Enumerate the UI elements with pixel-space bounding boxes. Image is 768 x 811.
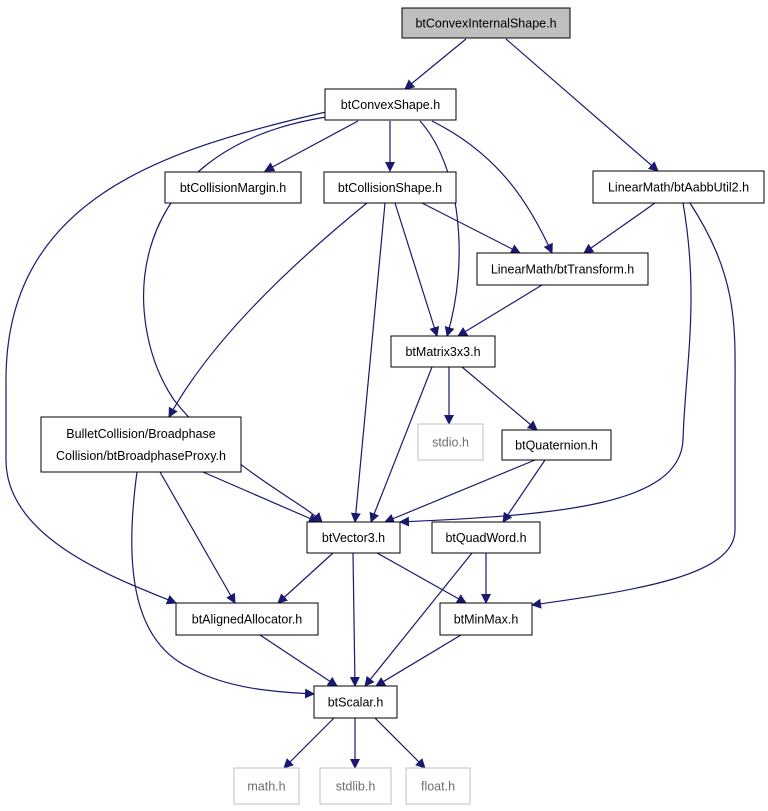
edge-layer [5, 38, 736, 769]
node-box [164, 171, 302, 204]
edge-btQuaternion-to-btVector3 [384, 459, 536, 524]
node-box [439, 602, 533, 636]
node-label: btVector3.h [322, 531, 385, 545]
edge-btBroadphaseProxy-to-btVector3 [202, 471, 319, 523]
node-label: stdlib.h [336, 780, 376, 794]
edge-btMinMax-to-btScalar [375, 634, 462, 687]
node-label: btConvexInternalShape.h [415, 17, 556, 31]
edge-btConvexInternalShape-to-btAabbUtil2 [505, 38, 659, 172]
node-label: stdio.h [432, 436, 469, 450]
node-box [40, 416, 242, 473]
edge-btConvexShape-to-btCollisionMargin [264, 120, 359, 172]
node-box [501, 429, 612, 461]
node-label: LinearMath/btTransform.h [491, 263, 634, 277]
node-btCollisionShape[interactable]: btCollisionShape.h [323, 171, 457, 204]
node-box [306, 521, 401, 554]
node-btMinMax[interactable]: btMinMax.h [439, 602, 533, 636]
node-box [233, 767, 300, 805]
node-box [323, 171, 457, 204]
node-label: math.h [247, 780, 285, 794]
edge-btVector3-to-btMinMax [376, 552, 467, 604]
edge-btQuadWord-to-btScalar [364, 552, 473, 687]
node-box [401, 7, 571, 39]
node-label: btCollisionShape.h [338, 181, 442, 195]
edge-btTransform-to-btMatrix3x3 [457, 284, 543, 337]
edge-btCollisionShape-to-btMatrix3x3 [394, 202, 440, 337]
node-box [476, 252, 649, 286]
edge-btBroadphaseProxy-to-btAlignedAllocator [159, 471, 236, 604]
node-btBroadphaseProxy[interactable]: BulletCollision/BroadphaseCollision/btBr… [40, 416, 242, 473]
node-btTransform[interactable]: LinearMath/btTransform.h [476, 252, 649, 286]
node-label: btMatrix3x3.h [405, 345, 480, 359]
edge-btMatrix3x3-to-btQuaternion [461, 366, 538, 431]
node-btQuaternion[interactable]: btQuaternion.h [501, 429, 612, 461]
edge-btScalar-to-float [374, 717, 426, 769]
node-box [592, 170, 765, 204]
node-label: BulletCollision/Broadphase [66, 427, 215, 441]
node-btQuadWord[interactable]: btQuadWord.h [431, 521, 541, 554]
node-label: btConvexShape.h [341, 98, 440, 112]
node-box [324, 88, 457, 121]
node-box [175, 602, 319, 636]
node-label: btCollisionMargin.h [180, 181, 286, 195]
node-label: btAlignedAllocator.h [192, 613, 303, 627]
edge-btConvexShape-to-btAlignedAllocator [5, 111, 327, 605]
node-btConvexShape[interactable]: btConvexShape.h [324, 88, 457, 121]
edge-btVector3-to-btScalar [349, 552, 360, 687]
edge-btBroadphaseProxy-to-btScalar [131, 471, 315, 699]
edge-btScalar-to-math [283, 717, 335, 769]
edge-btVector3-to-btAlignedAllocator [277, 552, 334, 604]
edge-btAabbUtil2-to-btMinMax [531, 202, 736, 609]
node-box [390, 335, 496, 368]
node-label: btQuaternion.h [515, 439, 598, 453]
node-btMatrix3x3[interactable]: btMatrix3x3.h [390, 335, 496, 368]
node-math: math.h [233, 767, 300, 805]
node-stdio: stdio.h [417, 423, 484, 461]
edge-btConvexShape-to-btMatrix3x3 [419, 120, 460, 337]
node-box [417, 423, 484, 461]
edge-btAabbUtil2-to-btVector3 [399, 202, 692, 527]
node-label: LinearMath/btAabbUtil2.h [608, 181, 749, 195]
node-label: btScalar.h [328, 696, 384, 710]
edge-btConvexShape-to-btVector3 [143, 116, 327, 523]
node-box [431, 521, 541, 554]
edge-btQuaternion-to-btQuadWord [502, 459, 546, 523]
edge-btCollisionShape-to-btBroadphaseProxy [168, 202, 368, 418]
edge-btConvexShape-to-btTransform [431, 120, 553, 254]
edge-btAlignedAllocator-to-btScalar [259, 634, 338, 687]
node-box [319, 767, 392, 805]
node-box [313, 685, 398, 719]
node-btCollisionMargin[interactable]: btCollisionMargin.h [164, 171, 302, 204]
node-label: btMinMax.h [454, 613, 519, 627]
node-layer: btConvexInternalShape.h btConvexShape.hLi… [40, 7, 765, 805]
node-btVector3[interactable]: btVector3.h [306, 521, 401, 554]
node-stdlib: stdlib.h [319, 767, 392, 805]
edge-btMatrix3x3-to-btVector3 [369, 366, 433, 523]
node-label: Collision/btBroadphaseProxy.h [56, 449, 226, 463]
edge-btConvexInternalShape-to-btConvexShape [404, 38, 467, 90]
edge-btCollisionShape-to-btVector3 [350, 202, 386, 523]
node-btScalar[interactable]: btScalar.h [313, 685, 398, 719]
node-btAabbUtil2[interactable]: LinearMath/btAabbUtil2.h [592, 170, 765, 204]
node-btAlignedAllocator[interactable]: btAlignedAllocator.h [175, 602, 319, 636]
node-box [405, 767, 471, 805]
node-label: float.h [421, 780, 455, 794]
node-label: btQuadWord.h [445, 531, 526, 545]
node-btConvexInternalShape[interactable]: btConvexInternalShape.h [401, 7, 571, 39]
edge-btCollisionShape-to-btTransform [421, 202, 521, 254]
node-float: float.h [405, 767, 471, 805]
edge-btAabbUtil2-to-btTransform [583, 202, 656, 254]
